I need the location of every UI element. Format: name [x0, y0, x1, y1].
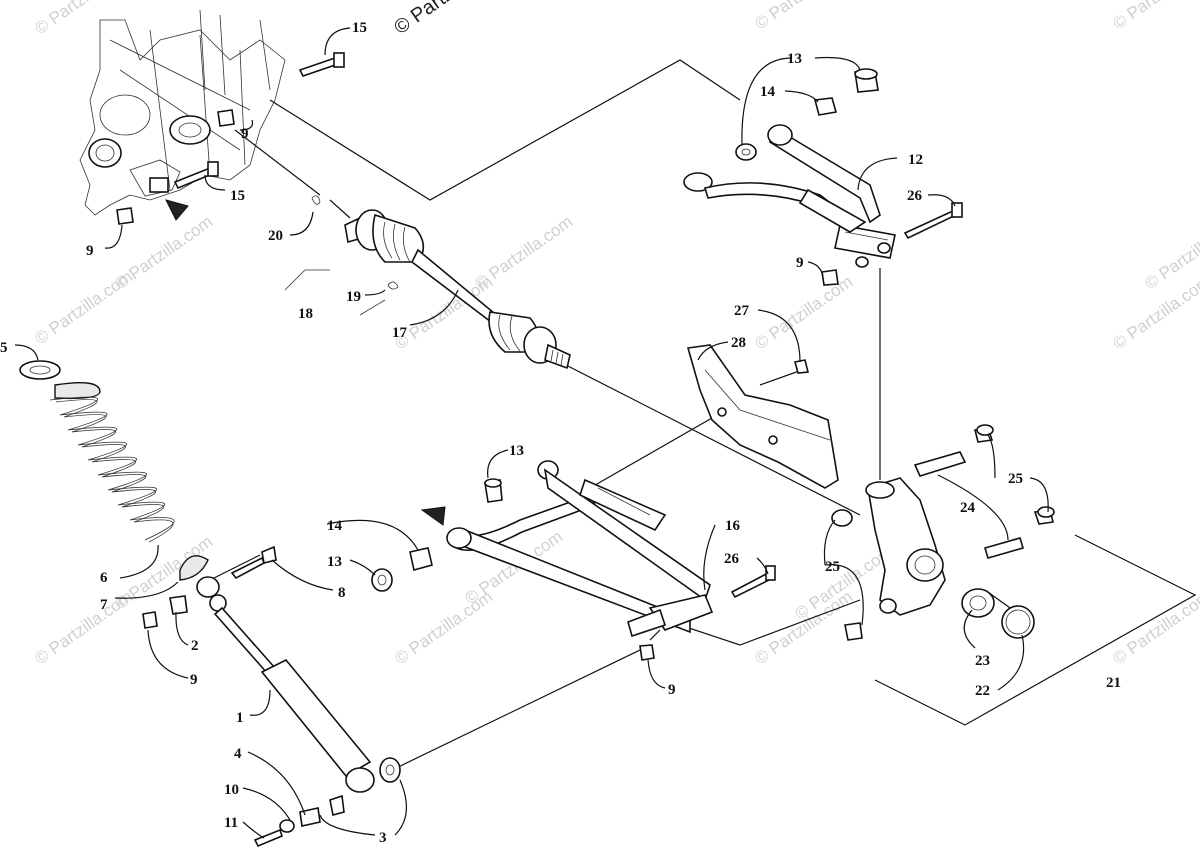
callout-15: 15 [230, 188, 245, 204]
callout-2: 2 [191, 638, 199, 654]
callout-8: 8 [338, 585, 346, 601]
callout-13: 13 [509, 443, 524, 459]
lower-arm-hardware [371, 547, 655, 661]
upper-a-arm [683, 124, 896, 268]
callout-10: 10 [224, 782, 239, 798]
callout-3: 3 [379, 830, 387, 846]
pointer-arrow [420, 506, 446, 526]
watermarks: © Partzilla.com © Partzilla.com © Partzi… [31, 0, 1200, 668]
callout-18: 18 [298, 306, 313, 322]
watermark: © Partzilla.com [111, 212, 216, 293]
callout-9: 9 [190, 672, 198, 688]
callout-25: 25 [1008, 471, 1023, 487]
callout-28: 28 [731, 335, 746, 351]
callout-1: 1 [236, 710, 244, 726]
callout-22: 22 [975, 683, 990, 699]
watermark: © Partzilla.com [1109, 0, 1200, 33]
callout-13: 13 [327, 554, 342, 570]
callout-14: 14 [327, 518, 343, 534]
coil-spring [19, 360, 209, 581]
shock-absorber [142, 545, 401, 848]
drive-axle [344, 209, 571, 370]
callout-26: 26 [907, 188, 923, 204]
callout-6: 6 [100, 570, 108, 586]
callout-25: 25 [825, 559, 840, 575]
leader-lines [209, 59, 1197, 771]
callout-19: 19 [346, 289, 361, 305]
callout-4: 4 [234, 746, 242, 762]
callout-leaders [14, 27, 1049, 839]
callout-14: 14 [760, 84, 776, 100]
watermark: © Partzilla.com [751, 0, 856, 33]
callout-16: 16 [725, 518, 741, 534]
watermark-top: © Partzilla.com [390, 0, 513, 39]
heat-shield [686, 344, 839, 489]
callout-7: 7 [100, 597, 108, 613]
callout-11: 11 [224, 815, 238, 831]
callout-15: 15 [352, 20, 367, 36]
watermark: © Partzilla.com [111, 532, 216, 613]
pointer-arrow [165, 199, 189, 221]
callout-23: 23 [975, 653, 990, 669]
upper-arm-hardware [735, 68, 963, 286]
callout-9: 9 [668, 682, 676, 698]
callout-17: 17 [392, 325, 408, 341]
callout-24: 24 [960, 500, 976, 516]
callout-27: 27 [734, 303, 750, 319]
callout-labels: 15 9 15 9 20 18 19 17 5 6 7 8 2 9 1 4 10… [0, 20, 1121, 846]
callout-26: 26 [724, 551, 740, 567]
callout-5: 5 [0, 340, 8, 356]
watermark: © Partzilla.com [31, 0, 136, 38]
bearing-carrier [831, 424, 1055, 641]
callout-12: 12 [908, 152, 923, 168]
callout-9: 9 [86, 243, 94, 259]
lower-a-arm [446, 460, 776, 638]
callout-20: 20 [268, 228, 283, 244]
watermark: © Partzilla.com [471, 212, 576, 293]
watermark: © Partzilla.com [751, 272, 856, 353]
callout-21: 21 [1106, 675, 1121, 691]
callout-13: 13 [787, 51, 802, 67]
frame-hardware [116, 52, 399, 316]
callout-9: 9 [796, 255, 804, 271]
callout-9: 9 [241, 126, 249, 142]
